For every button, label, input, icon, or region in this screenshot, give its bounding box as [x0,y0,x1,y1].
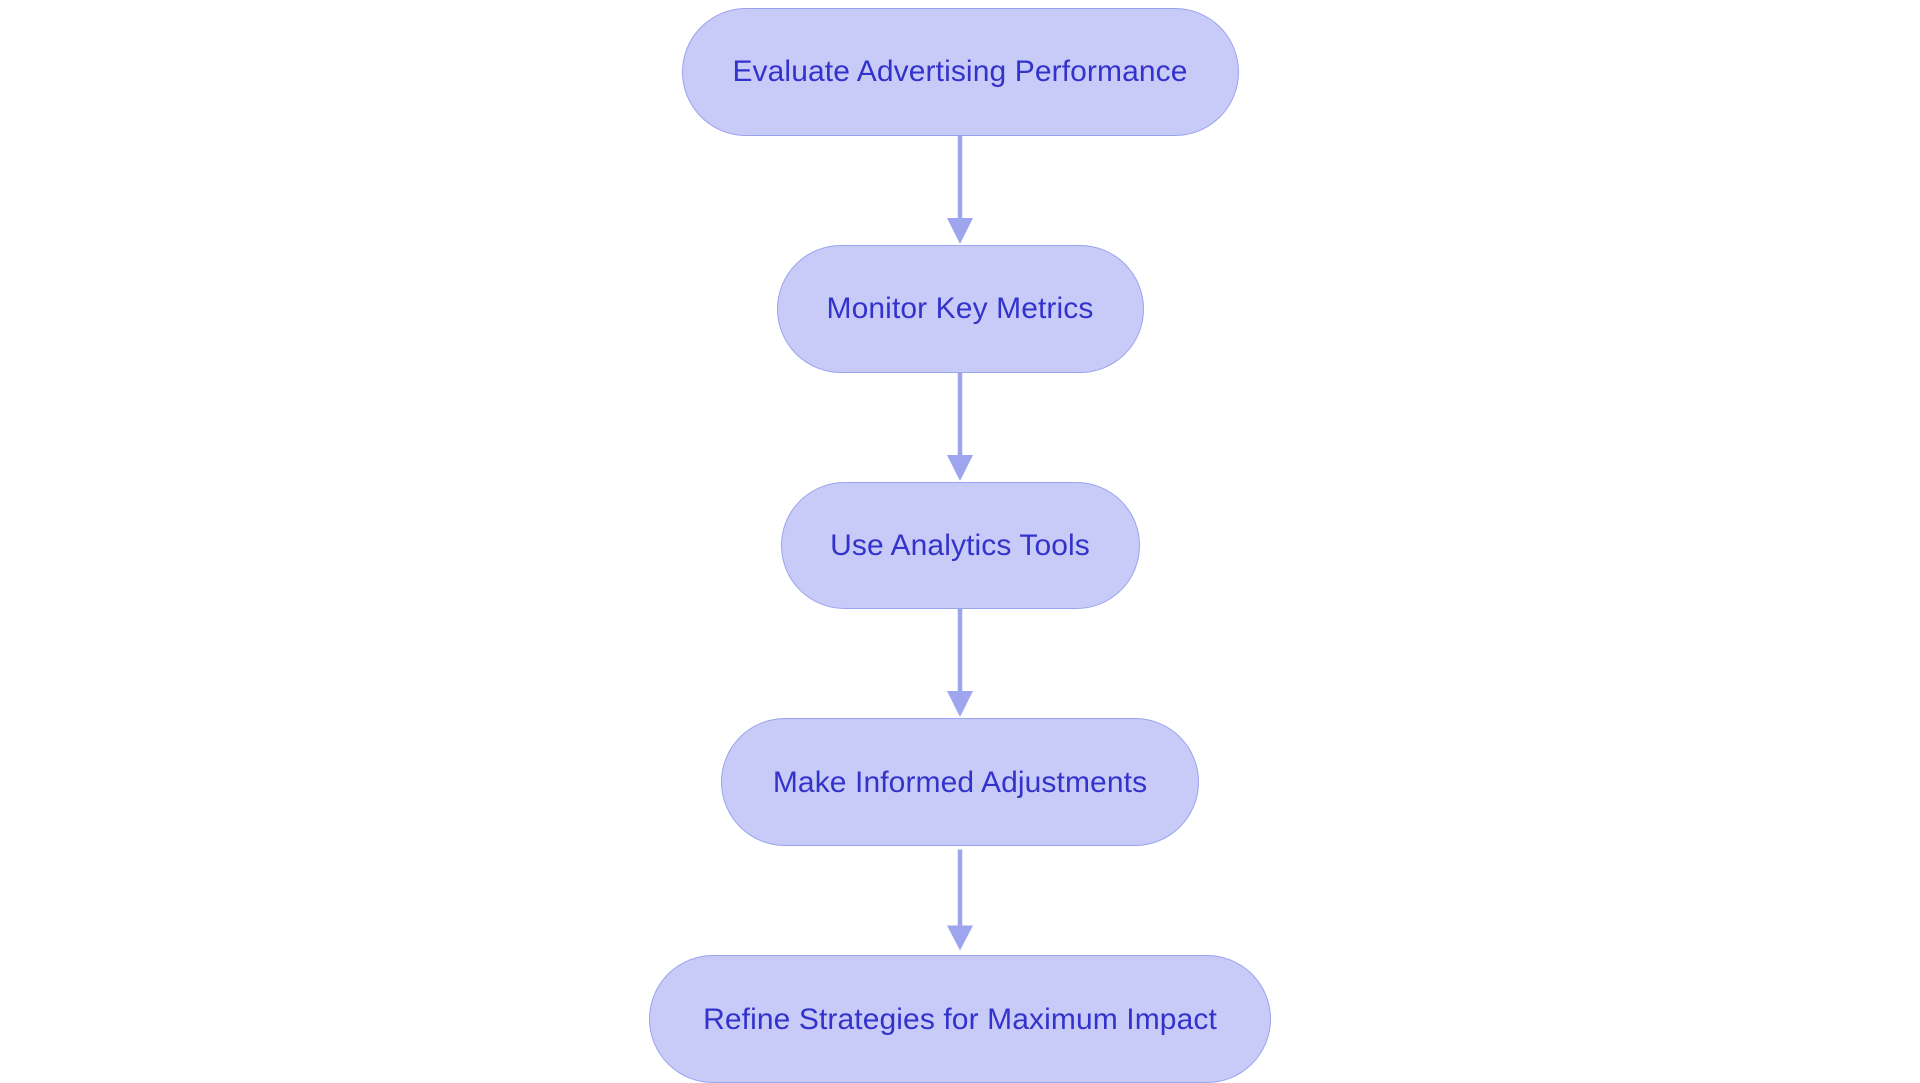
flow-node-label: Make Informed Adjustments [772,765,1148,799]
flow-node-monitor-key-metrics[interactable]: Monitor Key Metrics [776,244,1144,373]
top-spacer [960,0,961,8]
flow-node-use-analytics-tools[interactable]: Use Analytics Tools [780,481,1140,610]
flow-arrow-n2-to-n3 [947,372,973,481]
flow-node-evaluate-advertising-performance[interactable]: Evaluate Advertising Performance [681,8,1239,136]
flow-arrow-n1-to-n2 [947,135,973,244]
flow-arrow-n3-to-n4 [947,609,973,718]
flow-arrow-n4-to-n5 [947,849,973,951]
flow-node-label: Monitor Key Metrics [826,292,1094,326]
flow-node-label: Use Analytics Tools [830,528,1090,562]
flow-node-label: Refine Strategies for Maximum Impact [703,1002,1217,1036]
flow-node-refine-strategies-for-maximum-impact[interactable]: Refine Strategies for Maximum Impact [649,955,1271,1083]
flow-node-label: Evaluate Advertising Performance [732,55,1188,89]
flow-node-make-informed-adjustments[interactable]: Make Informed Adjustments [721,718,1199,847]
